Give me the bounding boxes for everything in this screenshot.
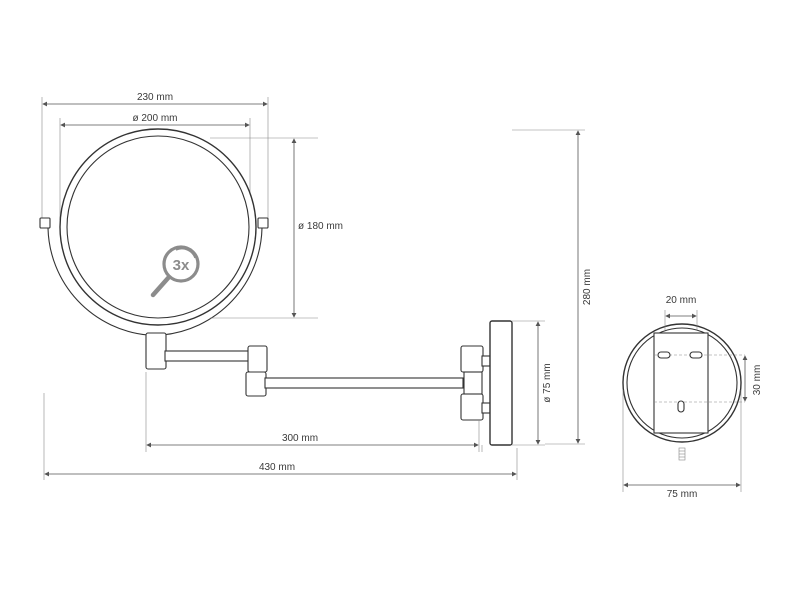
dim-base-diameter: ø 75 mm — [542, 363, 553, 402]
mirror-glass — [66, 135, 250, 319]
mirror-front-view: 230 mm ø 200 mm ø 180 mm 3x — [39, 92, 343, 370]
magnification-label: 3x — [173, 257, 190, 274]
dim-height: 280 mm — [582, 269, 593, 305]
dim-overall-width: 230 mm — [137, 92, 173, 103]
dim-mount-width: 20 mm — [666, 295, 697, 306]
wall-mount-view — [622, 323, 745, 461]
dim-mirror-diameter: ø 200 mm — [132, 113, 177, 124]
magnifier-icon: 3x — [150, 245, 200, 298]
dim-arm-reach: 300 mm — [282, 433, 318, 444]
dim-base-width: 75 mm — [667, 489, 698, 500]
dim-mount-height: 30 mm — [752, 365, 763, 396]
wall-plate-side — [489, 320, 513, 446]
dim-total-reach: 430 mm — [259, 462, 295, 473]
swing-arm — [164, 320, 513, 452]
mounting-bracket — [653, 332, 709, 434]
dim-glass-diameter: ø 180 mm — [298, 221, 343, 232]
